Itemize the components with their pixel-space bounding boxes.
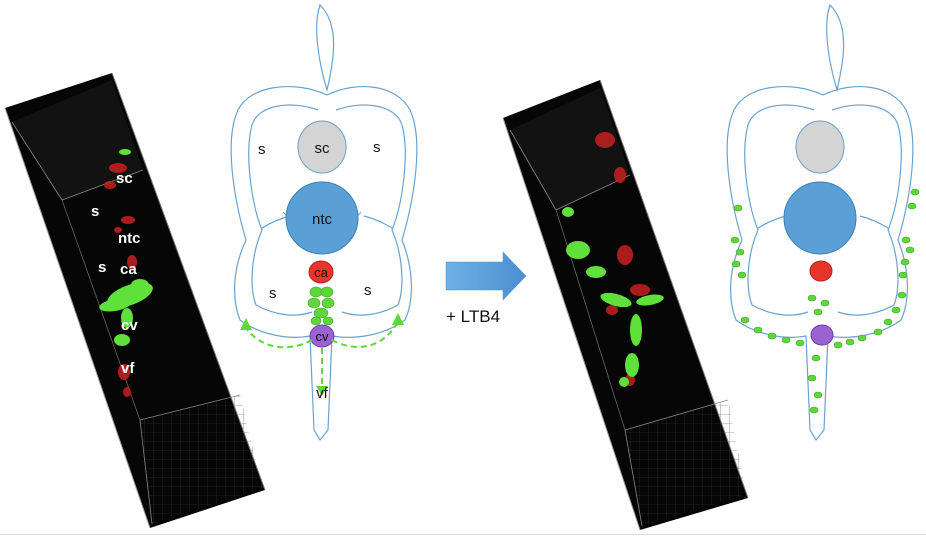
label-s-lower-left: s [269,285,277,302]
septum-left-2 [757,215,787,229]
micro-label-s1: s [91,203,99,220]
notochord-2 [783,181,857,255]
inner-outline-right-2 [831,104,902,316]
label-vf: vf [316,385,329,402]
dorsal-fin-outline [316,3,335,93]
septum-right-2 [859,215,889,229]
migration-arrows [245,321,399,388]
dispersed-leukocytes [730,188,920,414]
micro-label-s2: s [98,259,106,276]
treatment-arrow: + LTB4 [445,251,527,326]
micro-label-vf: vf [121,360,135,377]
label-ntc: ntc [312,211,333,228]
label-sc: sc [315,140,331,157]
schematic-ltb4 [726,3,920,442]
micro-label-ntc: ntc [118,230,141,247]
label-cv: cv [316,329,330,344]
label-s-upper-left: s [258,141,266,158]
caudal-vein-2 [810,324,834,346]
inner-outline-right [335,104,406,316]
red-signal-right [595,132,650,386]
migration-arrowheads [240,313,404,396]
label-s-lower-right: s [364,282,372,299]
treatment-label: + LTB4 [446,307,500,326]
dorsal-fin-outline-2 [826,3,845,93]
caudal-vein [309,324,335,348]
spinal-cord-2 [795,120,845,174]
red-signal-left [104,163,137,397]
micro-panel-right [502,79,749,531]
green-signal-right [562,207,664,387]
leukocyte-cluster [307,286,335,326]
micro-label-sc: sc [116,170,133,187]
notochord [285,181,359,255]
spinal-cord [297,120,347,174]
body-outline [230,85,418,442]
caudal-artery [308,260,334,284]
micro-label-cv: cv [121,317,138,334]
body-outline-2 [726,85,914,442]
label-ca: ca [314,265,329,280]
micro-label-ca: ca [120,261,137,278]
schematic-control: s s s s sc ntc ca cv vf [230,3,418,442]
green-signal-left [99,149,153,346]
septum-right [363,215,393,229]
caudal-artery-2 [809,260,833,282]
bottom-divider [0,534,926,535]
inner-outline-left [248,104,319,316]
block-arrow-icon [445,251,527,301]
inner-outline-left-2 [744,104,815,316]
label-s-upper-right: s [373,139,381,156]
micro-panel-left: sc s ntc s ca cv vf [4,72,266,529]
